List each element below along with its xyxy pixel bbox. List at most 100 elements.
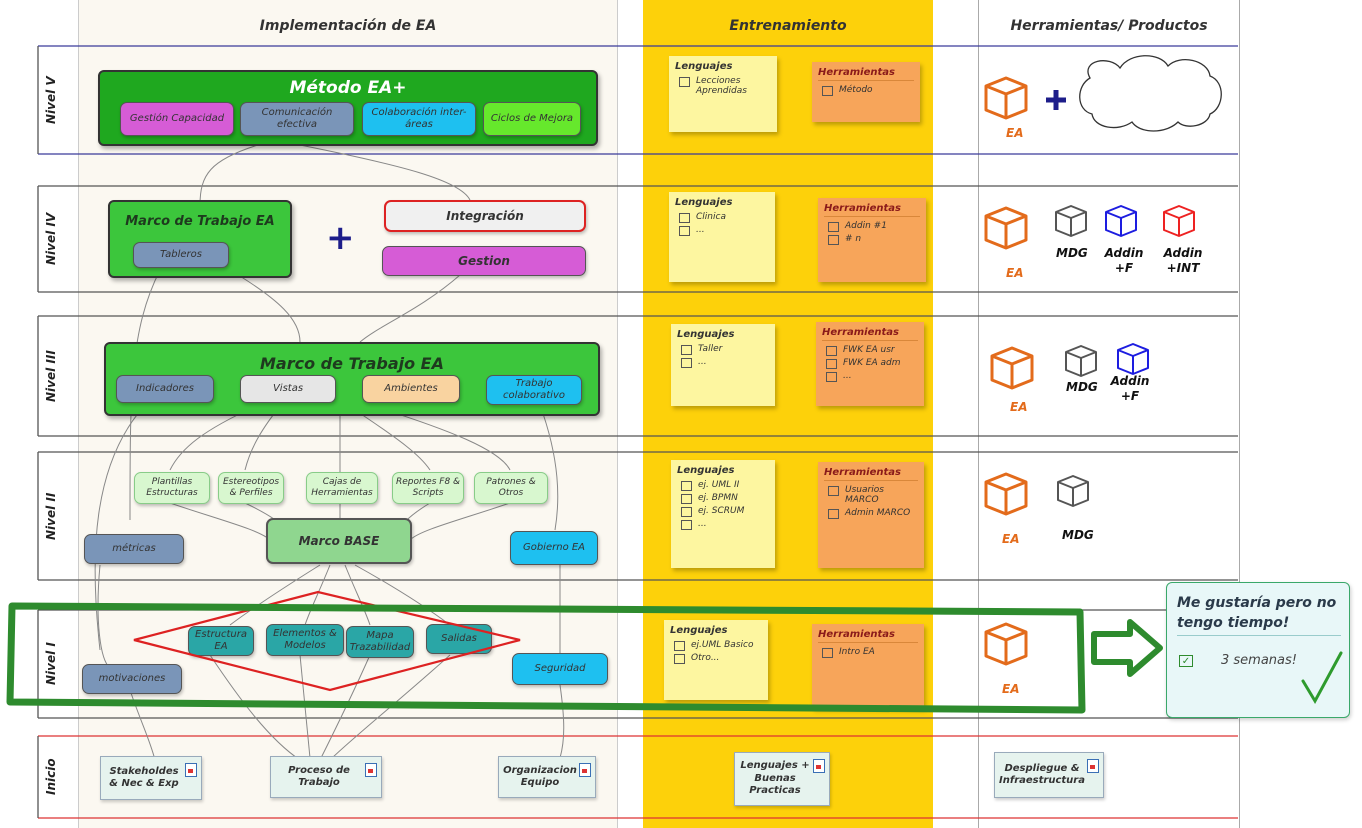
checkbox-icon — [674, 641, 685, 651]
motivaciones-box[interactable]: motivaciones — [82, 664, 182, 694]
despliegue-label: Despliegue & Infraestructura — [999, 762, 1085, 787]
tools-note-i[interactable]: Herramientas Intro EA — [812, 624, 924, 708]
note-item: Método — [839, 85, 873, 95]
training-header: Entrenamiento — [729, 18, 847, 34]
note-item: Otro... — [691, 653, 720, 663]
lenguajes-practicas-label: Lenguajes + Buenas Practicas — [740, 760, 810, 797]
note-item: ... — [698, 519, 707, 529]
tools-note-ii[interactable]: Herramientas Usuarios MARCO Admin MARCO — [818, 462, 924, 568]
note-item: Usuarios MARCO — [845, 485, 884, 506]
organizacion-equipo-label: Organizacion Equipo — [503, 764, 577, 789]
document-icon — [579, 763, 591, 777]
note-item: ej. SCRUM — [698, 506, 745, 516]
colaboracion-box[interactable]: Colaboración inter-áreas — [362, 102, 476, 136]
tools-note-iv[interactable]: Herramientas Addin #1 # n — [818, 198, 926, 282]
elementos-modelos-box[interactable]: Elementos & Modelos — [266, 624, 344, 656]
mapa-trazabilidad-box[interactable]: Mapa Trazabilidad — [346, 626, 414, 658]
ciclos-mejora-box[interactable]: Ciclos de Mejora — [483, 102, 581, 136]
checkbox-icon — [828, 508, 839, 519]
proceso-trabajo-label: Proceso de Trabajo — [288, 764, 350, 789]
lenguajes-practicas-box[interactable]: Lenguajes + Buenas Practicas — [734, 752, 830, 806]
trabajo-colaborativo-box[interactable]: Trabajo colaborativo — [486, 375, 582, 405]
checkmark-icon — [1301, 651, 1343, 705]
mdg-label-iv: MDG — [1056, 246, 1088, 260]
plantillas-box[interactable]: Plantillas Estructuras — [134, 472, 210, 504]
comunicacion-efectiva-box[interactable]: Comunicación efectiva — [240, 102, 354, 136]
metricas-box[interactable]: métricas — [84, 534, 184, 564]
marco-trabajo-iii-title: Marco de Trabajo EA — [260, 354, 444, 373]
note-item: Admin MARCO — [845, 507, 911, 518]
languages-note-v[interactable]: Lenguajes Lecciones Aprendidas — [669, 56, 777, 132]
checkbox-icon — [679, 226, 690, 236]
checkbox-icon — [828, 222, 839, 232]
tools-note-v[interactable]: Herramientas Método — [812, 62, 920, 122]
checkbox-icon — [826, 346, 837, 356]
checkbox-icon — [826, 372, 837, 382]
marco-trabajo-iv-title: Marco de Trabajo EA — [125, 214, 275, 229]
tableros-box[interactable]: Tableros — [133, 242, 229, 268]
callout-divider — [1177, 635, 1341, 636]
note-item: ej. UML II — [698, 480, 740, 490]
marco-base-box[interactable]: Marco BASE — [266, 518, 412, 564]
note-item: ... — [843, 371, 852, 381]
addin-f-label-iii: Addin +F — [1110, 374, 1150, 404]
document-icon — [1087, 759, 1099, 773]
tools-note-iii[interactable]: Herramientas FWK EA usr FWK EA adm ... — [816, 322, 924, 406]
ambientes-box[interactable]: Ambientes — [362, 375, 460, 403]
checkbox-icon — [826, 359, 837, 369]
mdg-label-iii: MDG — [1066, 380, 1098, 394]
tools-title: Herramientas — [818, 67, 914, 81]
proceso-trabajo-box[interactable]: Proceso de Trabajo — [270, 756, 382, 798]
gobierno-ea-box[interactable]: Gobierno EA — [510, 531, 598, 565]
marco-trabajo-iv-box[interactable]: Marco de Trabajo EA — [108, 200, 292, 278]
languages-title: Lenguajes — [670, 625, 728, 636]
languages-note-iii[interactable]: Lenguajes Taller ... — [671, 324, 775, 406]
plus-sign: + — [326, 218, 355, 258]
addin-f-label-line1: Addin — [1110, 374, 1150, 388]
addin-int-label-line2: +INT — [1166, 261, 1200, 275]
callout-box[interactable]: Me gustaría pero no tengo tiempo! ✓ 3 se… — [1166, 582, 1350, 718]
indicadores-box[interactable]: Indicadores — [116, 375, 214, 403]
languages-title: Lenguajes — [677, 465, 735, 476]
vistas-box[interactable]: Vistas — [240, 375, 336, 403]
despliegue-box[interactable]: Despliegue & Infraestructura — [994, 752, 1104, 798]
gestion-box[interactable]: Gestion — [382, 246, 586, 276]
note-item: Taller — [698, 344, 723, 354]
ea-label-v: EA — [1006, 126, 1024, 140]
checkbox-icon — [681, 345, 692, 355]
languages-note-i[interactable]: Lenguajes ej.UML Basico Otro... — [664, 620, 768, 700]
note-item: # n — [845, 234, 862, 244]
tools-title: Herramientas — [822, 327, 918, 341]
checkbox-icon — [681, 507, 692, 517]
addin-f-label-line2: +F — [1114, 261, 1134, 275]
organizacion-equipo-box[interactable]: Organizacion Equipo — [498, 756, 596, 798]
addin-int-label-line1: Addin — [1163, 246, 1203, 260]
ea-label-iii: EA — [1010, 400, 1028, 414]
estructura-ea-box[interactable]: Estructura EA — [188, 626, 254, 656]
languages-note-ii[interactable]: Lenguajes ej. UML II ej. BPMN ej. SCRUM … — [671, 460, 775, 568]
ea-label-iv: EA — [1006, 266, 1024, 280]
gestion-capacidad-box[interactable]: Gestión Capacidad — [120, 102, 234, 136]
reportes-box[interactable]: Reportes F8 & Scripts — [392, 472, 464, 504]
tools-header: Herramientas/ Productos — [1010, 18, 1208, 34]
integracion-box[interactable]: Integración — [384, 200, 586, 232]
patrones-box[interactable]: Patrones & Otros — [474, 472, 548, 504]
estereotipos-box[interactable]: Estereotipos & Perfiles — [218, 472, 284, 504]
document-icon — [813, 759, 825, 773]
checkbox-icon — [681, 358, 692, 368]
checkbox-icon — [679, 77, 690, 87]
languages-note-iv[interactable]: Lenguajes Clinica ... — [669, 192, 775, 282]
languages-title: Lenguajes — [675, 197, 733, 208]
callout-item: 3 semanas! — [1221, 653, 1297, 668]
seguridad-box[interactable]: Seguridad — [512, 653, 608, 685]
note-item: FWK EA adm — [843, 358, 901, 368]
note-item: Addin #1 — [845, 221, 887, 231]
stakeholders-box[interactable]: Stakeholdes & Nec & Exp — [100, 756, 202, 800]
checkbox-icon — [681, 520, 692, 530]
checkbox-checked-icon: ✓ — [1179, 655, 1193, 667]
checkbox-icon — [681, 494, 692, 504]
checkbox-icon — [681, 481, 692, 491]
cajas-box[interactable]: Cajas de Herramientas — [306, 472, 378, 504]
